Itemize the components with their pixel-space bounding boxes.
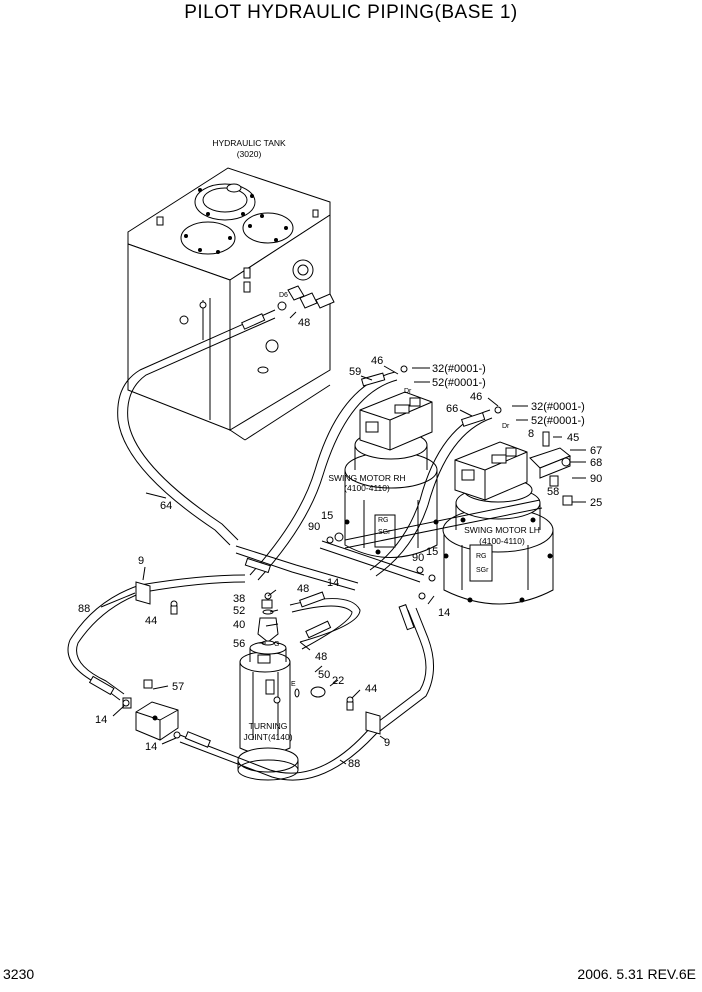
callout-59: 59 xyxy=(349,366,361,378)
callout-48: 48 xyxy=(315,651,327,663)
turning-joint-code: JOINT(4140) xyxy=(243,732,292,742)
callout-68: 68 xyxy=(590,457,602,469)
callout-48: 48 xyxy=(298,317,310,329)
port-sgr-rh: SGr xyxy=(378,529,391,536)
callout-57: 57 xyxy=(172,681,184,693)
callout-50: 50 xyxy=(318,669,330,681)
callout-52: 52(#0001-) xyxy=(531,415,585,427)
component-labels: HYDRAULIC TANK (3020) SWING MOTOR RH (41… xyxy=(212,138,540,742)
port-marks: D6 Dr Dr RG SGr RG SGr E G xyxy=(274,292,510,688)
callout-88: 88 xyxy=(78,603,90,615)
callout-48: 48 xyxy=(297,583,309,595)
callout-67: 67 xyxy=(590,445,602,457)
callout-46: 46 xyxy=(470,391,482,403)
callout-44: 44 xyxy=(145,615,157,627)
callout-90: 90 xyxy=(308,521,320,533)
callout-22: 22 xyxy=(332,675,344,687)
callout-8: 8 xyxy=(528,428,534,440)
callout-14: 14 xyxy=(327,577,339,589)
callout-90: 90 xyxy=(590,473,602,485)
port-sgr-lh: SGr xyxy=(476,567,489,574)
callout-64: 64 xyxy=(160,500,172,512)
hose-routes xyxy=(67,309,543,781)
port-rg-rh: RG xyxy=(378,517,389,524)
callout-90: 90 xyxy=(412,552,424,564)
port-rg-lh: RG xyxy=(476,553,487,560)
page-title: PILOT HYDRAULIC PIPING(BASE 1) xyxy=(184,2,518,23)
port-dr-rh: Dr xyxy=(404,388,412,395)
swing-motor-lh-drawing xyxy=(442,431,573,605)
swing-motor-rh-name: SWING MOTOR RH xyxy=(328,473,405,483)
hydraulic-tank-drawing xyxy=(127,167,335,441)
callout-46: 46 xyxy=(371,355,383,367)
hydraulic-tank-code: (3020) xyxy=(237,149,262,159)
swing-motor-lh-name: SWING MOTOR LH xyxy=(464,525,540,535)
callout-numbers: 48 46 59 32(#0001-) 52(#0001-) 66 46 32(… xyxy=(78,317,602,770)
port-e: E xyxy=(291,681,296,688)
turning-joint-name: TURNING xyxy=(249,721,288,731)
callout-38: 38 xyxy=(233,593,245,605)
callout-45: 45 xyxy=(567,432,579,444)
callout-14: 14 xyxy=(95,714,107,726)
callout-14: 14 xyxy=(438,607,450,619)
callout-15: 15 xyxy=(321,510,333,522)
callout-56: 56 xyxy=(233,638,245,650)
callout-52: 52 xyxy=(233,605,245,617)
callout-9: 9 xyxy=(384,737,390,749)
callout-32: 32(#0001-) xyxy=(531,401,585,413)
port-g: G xyxy=(274,641,279,648)
revision-date: 2006. 5.31 REV.6E xyxy=(577,966,696,982)
callout-14: 14 xyxy=(145,741,157,753)
callout-66: 66 xyxy=(446,403,458,415)
callout-25: 25 xyxy=(590,497,602,509)
callout-32: 32(#0001-) xyxy=(432,363,486,375)
callout-44: 44 xyxy=(365,683,377,695)
callout-58: 58 xyxy=(547,486,559,498)
port-dr-lh: Dr xyxy=(502,423,510,430)
turning-joint-drawing xyxy=(237,599,326,781)
hydraulic-tank-name: HYDRAULIC TANK xyxy=(212,138,286,148)
swing-motor-rh-drawing xyxy=(344,391,439,558)
callout-9: 9 xyxy=(138,555,144,567)
callout-88: 88 xyxy=(348,758,360,770)
callout-52: 52(#0001-) xyxy=(432,377,486,389)
callout-40: 40 xyxy=(233,619,245,631)
port-d6: D6 xyxy=(279,292,288,299)
callout-15: 15 xyxy=(426,546,438,558)
junction-block-drawing xyxy=(122,679,179,741)
swing-motor-lh-code: (4100-4110) xyxy=(479,536,525,546)
leader-lines xyxy=(100,311,586,765)
page-number: 3230 xyxy=(3,966,35,982)
swing-motor-rh-code: (4100-4110) xyxy=(344,483,390,493)
